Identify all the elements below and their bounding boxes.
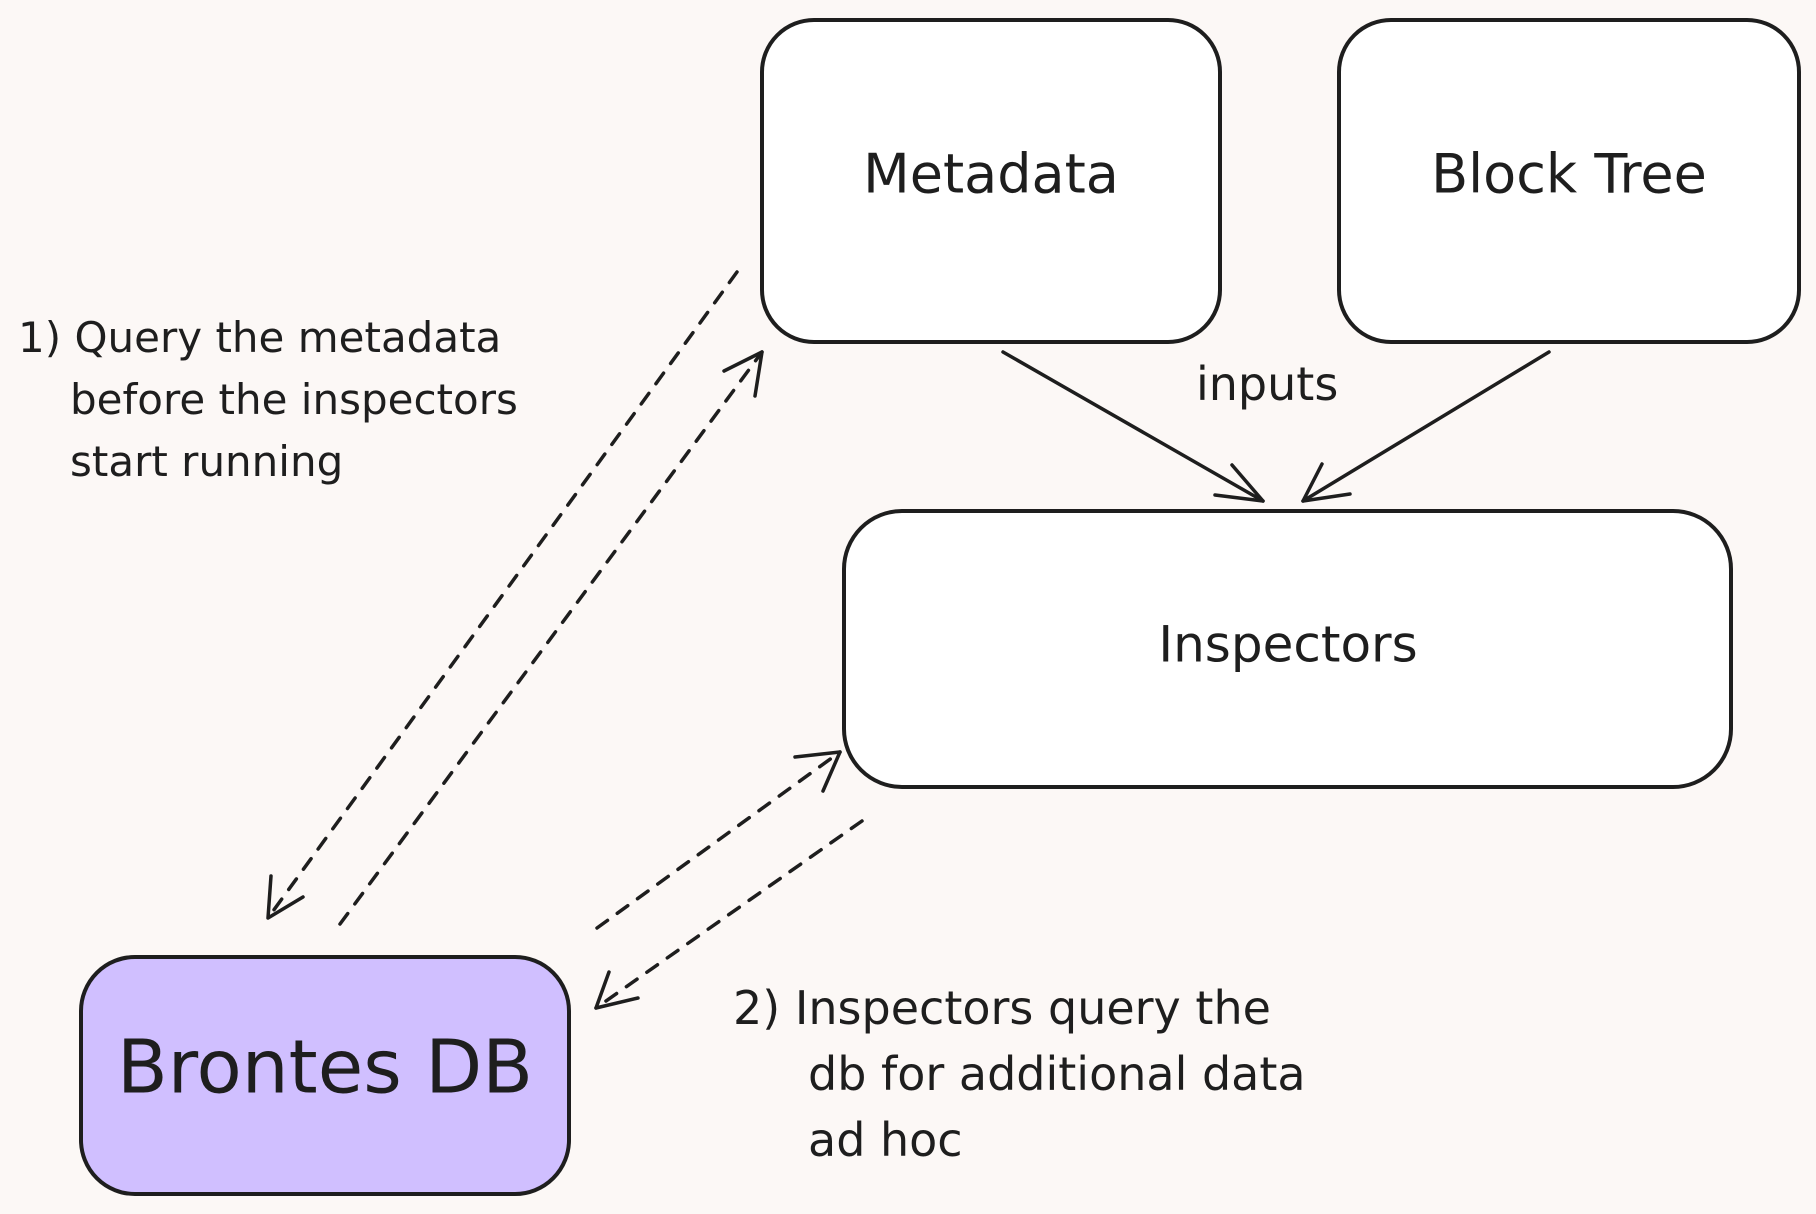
inputs-edge-label: inputs [1196,357,1338,411]
db-to-inspectors-dashed-arrow [595,750,842,930]
note1-line3: start running [70,437,343,486]
inspectors-node: Inspectors [842,509,1733,789]
inspectors-box [842,509,1733,789]
brontes-db-box [79,955,571,1196]
note2-line3: ad hoc [808,1113,963,1167]
db-to-metadata-dashed-arrow [338,350,764,926]
brontes-db-node: Brontes DB [79,955,571,1196]
note1-line1: 1) Query the metadata [18,313,501,362]
metadata-node: Metadata [760,18,1222,344]
block-tree-to-inspectors-arrow [1301,350,1551,503]
metadata-label: Metadata [863,143,1119,206]
metadata-to-db-dashed-arrow [266,270,739,920]
metadata-box [760,18,1222,344]
note-inspectors-query: 2) Inspectors query the db for additiona… [733,981,1306,1167]
note2-line2: db for additional data [808,1047,1306,1101]
metadata-to-inspectors-arrow [1001,350,1265,503]
block-tree-label: Block Tree [1431,143,1707,206]
note2-line1: 2) Inspectors query the [733,981,1271,1035]
block-tree-node: Block Tree [1337,18,1801,344]
note-query-metadata: 1) Query the metadata before the inspect… [18,313,518,486]
inspectors-to-db-dashed-arrow [594,819,864,1010]
block-tree-box [1337,18,1801,344]
brontes-db-label: Brontes DB [117,1025,533,1111]
note1-line2: before the inspectors [70,375,518,424]
inspectors-label: Inspectors [1158,616,1417,674]
